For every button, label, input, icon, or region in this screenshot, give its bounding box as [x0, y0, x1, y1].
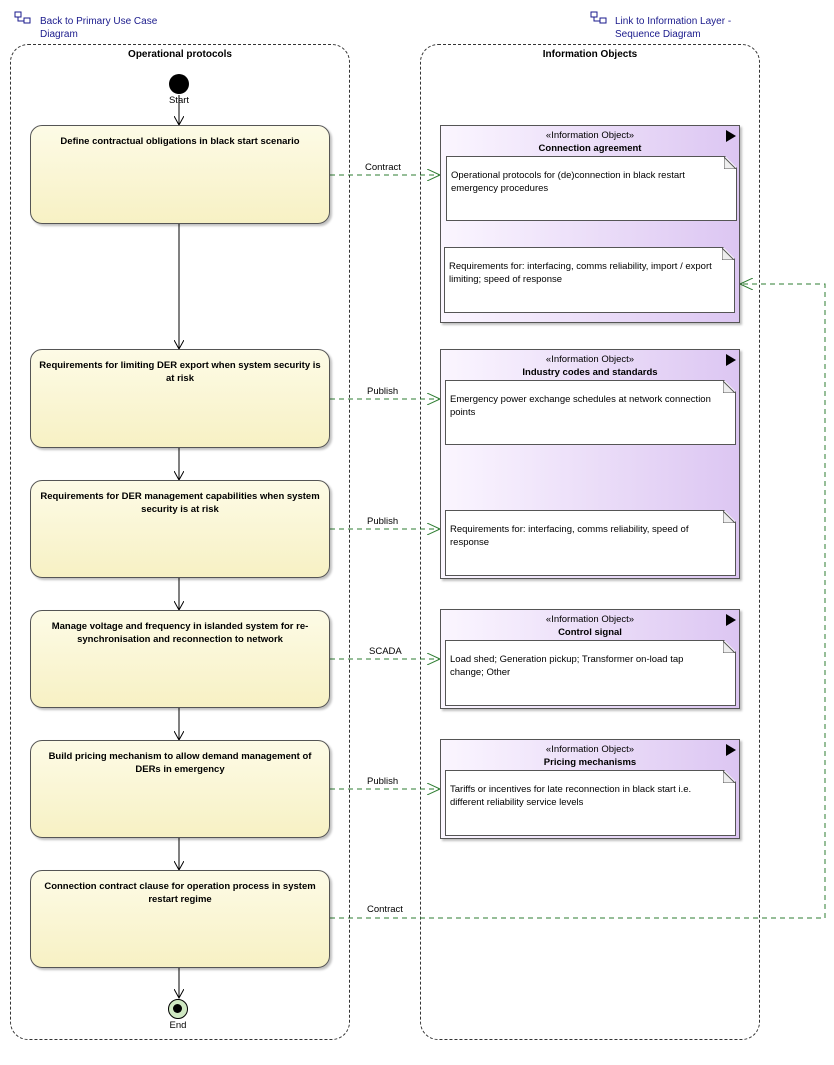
triangle-flag-icon — [726, 130, 736, 142]
link-to-information-layer[interactable]: Link to Information Layer - Sequence Dia… — [590, 11, 770, 41]
note-fold-icon — [723, 511, 735, 523]
info-object-stereotype: «Information Object» — [545, 354, 635, 365]
information-objects-lane: Information Objects — [420, 44, 760, 1040]
note: Load shed; Generation pickup; Transforme… — [445, 640, 736, 706]
activity-connection-contract-clause[interactable]: Connection contract clause for operation… — [30, 870, 330, 968]
note-fold-icon — [723, 381, 735, 393]
flow-label: Contract — [365, 162, 401, 173]
note-fold-icon — [723, 771, 735, 783]
note-text: Emergency power exchange schedules at ne… — [450, 394, 711, 418]
note-text: Requirements for: interfacing, comms rel… — [449, 261, 712, 285]
info-object-name: Industry codes and standards — [522, 367, 658, 378]
note-fold-icon — [723, 641, 735, 653]
activity-label: Connection contract clause for operation… — [44, 881, 316, 905]
activity-define-contractual-obligations[interactable]: Define contractual obligations in black … — [30, 125, 330, 224]
info-object-stereotype: «Information Object» — [545, 744, 635, 755]
information-flow — [330, 284, 826, 919]
triangle-flag-icon — [726, 614, 736, 626]
flow-label: Publish — [367, 386, 399, 397]
lane-title: Information Objects — [542, 49, 638, 60]
info-object-name: Connection agreement — [538, 143, 642, 154]
note-fold-icon — [724, 157, 736, 169]
activity-manage-voltage-frequency[interactable]: Manage voltage and frequency in islanded… — [30, 610, 330, 708]
flow-label: Publish — [367, 776, 399, 787]
end-label: End — [169, 1020, 187, 1031]
info-object-pricing-mechanisms[interactable]: «Information Object» Pricing mechanisms … — [440, 739, 740, 839]
back-to-primary-link[interactable]: Back to Primary Use Case Diagram — [14, 11, 184, 41]
note-text: Operational protocols for (de)connection… — [451, 170, 685, 194]
activity-build-pricing-mechanism[interactable]: Build pricing mechanism to allow demand … — [30, 740, 330, 838]
triangle-flag-icon — [726, 744, 736, 756]
info-object-name: Pricing mechanisms — [543, 757, 637, 768]
activity-label: Build pricing mechanism to allow demand … — [48, 751, 312, 775]
start-label: Start — [168, 95, 190, 106]
note: Requirements for: interfacing, comms rel… — [445, 510, 736, 576]
note-text: Requirements for: interfacing, comms rel… — [450, 524, 689, 548]
diagram-link-icon — [590, 11, 607, 24]
note-text: Tariffs or incentives for late reconnect… — [450, 784, 692, 808]
activity-label: Requirements for limiting DER export whe… — [39, 360, 321, 384]
flow-label: Publish — [367, 516, 399, 527]
flow-label: Contract — [367, 904, 403, 915]
activity-der-management-capabilities[interactable]: Requirements for DER management capabili… — [30, 480, 330, 578]
end-node-inner — [173, 1004, 182, 1013]
link-to-information-layer-text[interactable]: Link to Information Layer - Sequence Dia… — [615, 16, 732, 40]
note-text: Load shed; Generation pickup; Transforme… — [450, 654, 684, 678]
diagram-link-icon — [14, 11, 31, 24]
info-object-name: Control signal — [558, 627, 622, 638]
flow-label: SCADA — [369, 646, 402, 657]
info-object-industry-codes[interactable]: «Information Object» Industry codes and … — [440, 349, 740, 579]
back-to-primary-link-text[interactable]: Back to Primary Use Case Diagram — [40, 16, 158, 40]
info-object-connection-agreement[interactable]: «Information Object» Connection agreemen… — [440, 125, 740, 323]
note: Tariffs or incentives for late reconnect… — [445, 770, 736, 836]
note: Operational protocols for (de)connection… — [446, 156, 737, 221]
start-node[interactable] — [169, 74, 189, 94]
activity-label: Define contractual obligations in black … — [60, 136, 300, 147]
note: Requirements for: interfacing, comms rel… — [444, 247, 735, 313]
activity-limit-der-export[interactable]: Requirements for limiting DER export whe… — [30, 349, 330, 448]
lane-title: Operational protocols — [128, 49, 232, 60]
activity-label: Requirements for DER management capabili… — [40, 491, 320, 515]
info-object-control-signal[interactable]: «Information Object» Control signal Load… — [440, 609, 740, 709]
note: Emergency power exchange schedules at ne… — [445, 380, 736, 445]
activity-label: Manage voltage and frequency in islanded… — [51, 621, 309, 645]
info-object-stereotype: «Information Object» — [545, 614, 635, 625]
end-node[interactable] — [168, 999, 188, 1019]
operational-protocols-lane: Operational protocols — [10, 44, 350, 1040]
triangle-flag-icon — [726, 354, 736, 366]
note-fold-icon — [722, 248, 734, 260]
info-object-stereotype: «Information Object» — [545, 130, 635, 141]
